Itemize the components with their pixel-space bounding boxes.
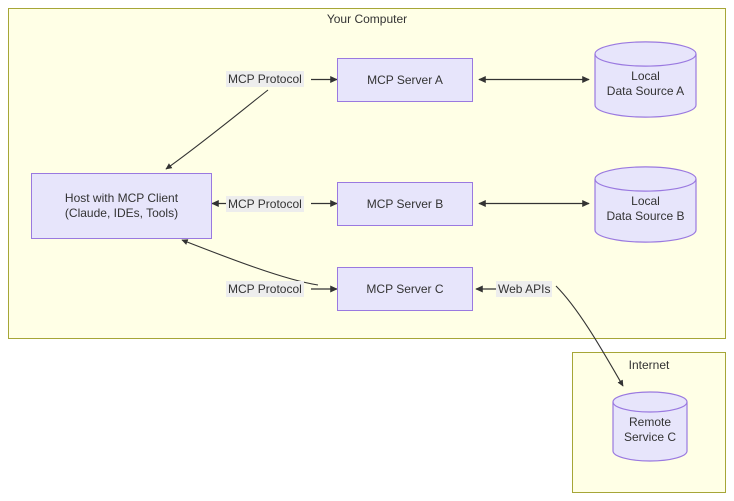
node-mcp-server-b[interactable]: MCP Server B bbox=[337, 182, 473, 226]
node-local-data-source-a-line-2: Data Source A bbox=[606, 84, 685, 98]
cylinder-shape-b bbox=[594, 166, 697, 243]
node-local-data-source-b-line-1: Local bbox=[631, 194, 660, 208]
container-internet-title: Internet bbox=[628, 358, 670, 372]
node-mcp-server-a[interactable]: MCP Server A bbox=[337, 58, 473, 102]
node-mcp-server-b-label: MCP Server B bbox=[366, 196, 444, 211]
node-remote-service-c-line-1: Remote bbox=[628, 415, 672, 429]
edge-label-web-apis: Web APIs bbox=[496, 281, 553, 297]
node-mcp-server-c-label: MCP Server C bbox=[366, 281, 444, 296]
node-host-with-mcp-client[interactable]: Host with MCP Client (Claude, IDEs, Tool… bbox=[31, 173, 212, 239]
container-internet bbox=[572, 352, 726, 493]
node-host-line-2: (Claude, IDEs, Tools) bbox=[64, 206, 179, 220]
node-remote-service-c[interactable]: Remote Service C bbox=[612, 391, 688, 462]
node-local-data-source-a[interactable]: Local Data Source A bbox=[594, 41, 697, 118]
cylinder-shape-a bbox=[594, 41, 697, 118]
node-local-data-source-b-line-2: Data Source B bbox=[606, 209, 685, 223]
node-mcp-server-a-label: MCP Server A bbox=[367, 72, 443, 87]
edge-label-mcp-protocol-c: MCP Protocol bbox=[226, 281, 304, 297]
edge-server-a-to-host-curve bbox=[165, 89, 269, 170]
container-your-computer-title: Your Computer bbox=[326, 12, 408, 26]
edge-server-c-to-host-curve bbox=[181, 239, 319, 286]
node-host-line-1: Host with MCP Client bbox=[64, 191, 179, 205]
node-local-data-source-b[interactable]: Local Data Source B bbox=[594, 166, 697, 243]
edge-label-mcp-protocol-b: MCP Protocol bbox=[226, 196, 304, 212]
edge-web-apis-to-remote-service-curve bbox=[555, 285, 624, 387]
node-mcp-server-c[interactable]: MCP Server C bbox=[337, 267, 473, 311]
node-remote-service-c-line-2: Service C bbox=[623, 430, 676, 444]
cylinder-shape-remote bbox=[612, 391, 688, 462]
edge-label-mcp-protocol-a: MCP Protocol bbox=[226, 71, 304, 87]
node-local-data-source-a-line-1: Local bbox=[631, 69, 660, 83]
